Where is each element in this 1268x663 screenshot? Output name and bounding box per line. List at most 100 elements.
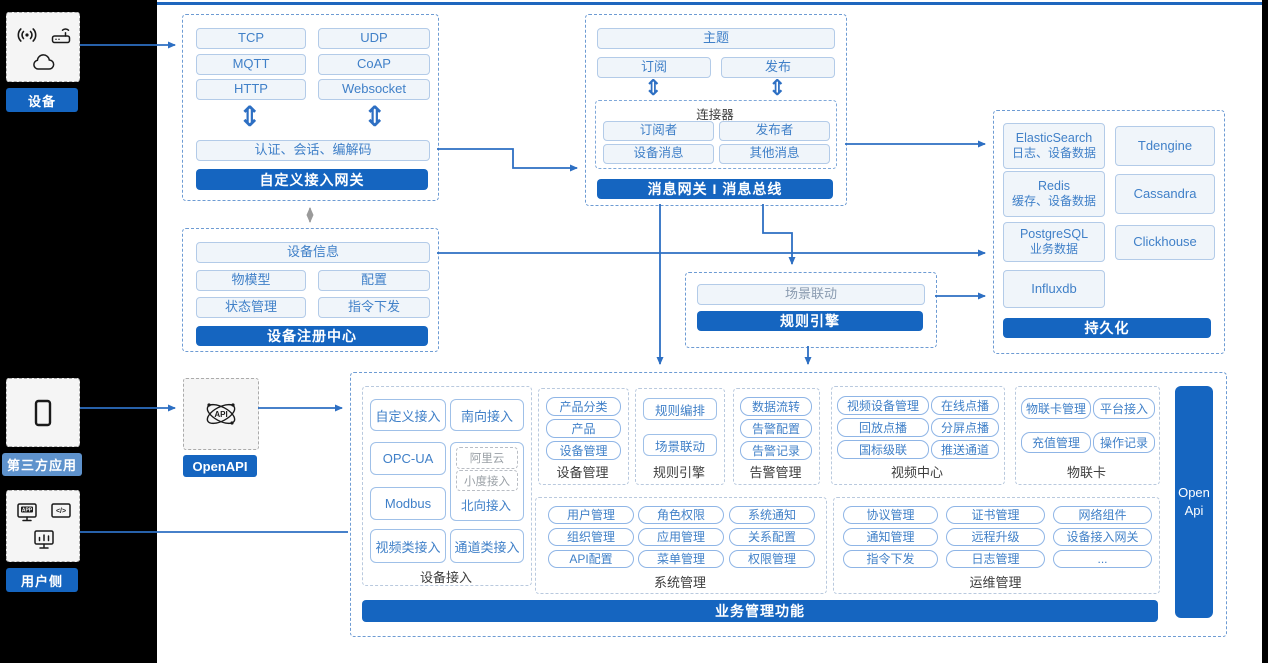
subscribe-text: 订阅: [640, 59, 667, 75]
iot-card-label: 物联卡: [1066, 465, 1106, 480]
device-access-gateway-text: 设备接入网关: [1066, 530, 1139, 544]
thing-model-text: 物模型: [231, 272, 271, 288]
push-channel-pill: 推送通道: [931, 440, 999, 459]
device-mgmt-pill: 设备管理: [546, 441, 621, 460]
video-device-mgmt-text: 视频设备管理: [846, 398, 919, 413]
recharge-mgmt-pill: 充值管理: [1021, 432, 1091, 453]
command-dispatch-text: 指令下发: [347, 299, 400, 315]
scene-linkage-small-text: 场景联动: [654, 439, 705, 454]
subscribe-pill: 订阅: [597, 57, 711, 78]
alarm-record-text: 告警记录: [751, 443, 800, 458]
user-side-label: 用户侧: [6, 568, 78, 592]
router-icon: [51, 28, 71, 44]
channel-access-text: 通道类接入: [454, 539, 520, 555]
status-mgmt-text: 状态管理: [224, 299, 277, 315]
permission-mgmt-text: 权限管理: [747, 552, 796, 566]
product-category-pill: 产品分类: [546, 397, 621, 416]
menu-mgmt-pill: 菜单管理: [638, 550, 724, 568]
rule-engine-title-bar: 规则引擎: [697, 311, 923, 331]
protocol-mqtt-text: MQTT: [232, 56, 270, 72]
persistence-title-bar: 持久化: [1003, 318, 1211, 338]
db-influxdb: Influxdb: [1003, 270, 1105, 308]
cloud-icon: [33, 54, 55, 70]
section-rule-engine: [635, 388, 725, 485]
remote-upgrade-pill: 远程升级: [946, 528, 1045, 546]
business-title-bar: 业务管理功能: [362, 600, 1158, 622]
svg-text:API: API: [214, 410, 227, 419]
api-config-text: API配置: [569, 552, 613, 566]
device-mgmt-label: 设备管理: [556, 465, 609, 480]
db-redis-sub: 缓存、设备数据: [1011, 193, 1096, 208]
auth-session-codec-pill: 认证、会话、编解码: [196, 140, 430, 161]
protocol-websocket: Websocket: [318, 79, 430, 100]
protocol-tcp-text: TCP: [238, 30, 264, 46]
playback-pill: 回放点播: [837, 418, 929, 437]
publish-text: 发布: [764, 59, 791, 75]
db-elasticsearch-sub: 日志、设备数据: [1011, 145, 1096, 160]
section-iot-card: [1015, 386, 1160, 485]
protocol-mgmt-pill: 协议管理: [843, 506, 938, 524]
rule-orchestration-text: 规则编排: [654, 403, 705, 418]
user-side-label-text: 用户侧: [20, 573, 63, 589]
role-permission-pill: 角色权限: [638, 506, 724, 524]
playback-text: 回放点播: [858, 420, 907, 435]
persistence-title-text: 持久化: [1084, 320, 1130, 336]
protocol-mqtt: MQTT: [196, 54, 306, 75]
other-message-text: 其他消息: [749, 146, 800, 161]
svg-text:</>: </>: [56, 508, 66, 515]
device-mgmt-text: 设备管理: [559, 443, 608, 458]
platform-access-text: 平台接入: [1099, 401, 1148, 416]
protocol-http: HTTP: [196, 79, 306, 100]
business-title-text: 业务管理功能: [715, 603, 805, 619]
db-influxdb-name: Influxdb: [1031, 280, 1077, 296]
section-device-access: [362, 386, 532, 586]
role-permission-text: 角色权限: [656, 508, 705, 522]
custom-gateway-title-text: 自定义接入网关: [259, 171, 365, 188]
custom-access-text: 自定义接入: [375, 408, 441, 424]
topic-text: 主题: [702, 30, 729, 46]
auth-session-codec-text: 认证、会话、编解码: [254, 142, 372, 158]
updown-arrow-icon: ⇕: [768, 76, 787, 101]
online-play-text: 在线点播: [940, 398, 989, 413]
modbus-text: Modbus: [384, 496, 432, 511]
network-component-text: 网络组件: [1078, 508, 1127, 522]
third-party-label: 第三方应用: [2, 453, 82, 476]
svg-text:APP: APP: [22, 508, 33, 514]
api-atom-icon: API: [206, 403, 236, 425]
more-ellipsis-pill: ...: [1053, 550, 1152, 568]
message-gateway-title-bar: 消息网关 I 消息总线: [597, 179, 833, 199]
user-side-node: APP </>: [6, 490, 80, 562]
section-alarm-mgmt: [733, 388, 820, 485]
video-center-label: 视频中心: [890, 465, 943, 480]
code-icon: </>: [51, 503, 71, 518]
device-registry-title-text: 设备注册中心: [267, 328, 357, 344]
app-mgmt-pill: 应用管理: [638, 528, 724, 546]
product-category-text: 产品分类: [559, 399, 608, 414]
northbound-access-label: 北向接入: [460, 499, 511, 513]
publish-pill: 发布: [721, 57, 835, 78]
db-tdengine-name: Tdengine: [1137, 137, 1193, 153]
db-elasticsearch-name: ElasticSearch: [1015, 131, 1093, 146]
section-ops-mgmt: [833, 497, 1160, 594]
data-flow-text: 数据流转: [751, 399, 800, 414]
opc-ua-pill: OPC-UA: [370, 442, 446, 475]
updown-arrow-icon: ⇕: [644, 76, 663, 101]
connector-title: 连接器: [696, 108, 734, 122]
split-screen-pill: 分屏点播: [931, 418, 999, 437]
config-text: 配置: [360, 272, 387, 288]
southbound-access-pill: 南向接入: [450, 399, 524, 431]
app-mgmt-text: 应用管理: [656, 530, 705, 544]
updown-arrow-icon: ⇕: [238, 100, 262, 133]
southbound-access-text: 南向接入: [460, 408, 513, 424]
connector-box: [595, 100, 837, 169]
modbus-pill: Modbus: [370, 487, 446, 520]
status-mgmt-pill: 状态管理: [196, 297, 306, 318]
cert-mgmt-text: 证书管理: [971, 508, 1020, 522]
custom-access-pill: 自定义接入: [370, 399, 446, 431]
user-mgmt-text: 用户管理: [566, 508, 615, 522]
notice-mgmt-pill: 通知管理: [843, 528, 938, 546]
app-icon: APP: [17, 503, 37, 522]
operation-record-pill: 操作记录: [1093, 432, 1155, 453]
section-device-mgmt: [538, 388, 629, 485]
db-redis: Redis 缓存、设备数据: [1003, 171, 1105, 217]
